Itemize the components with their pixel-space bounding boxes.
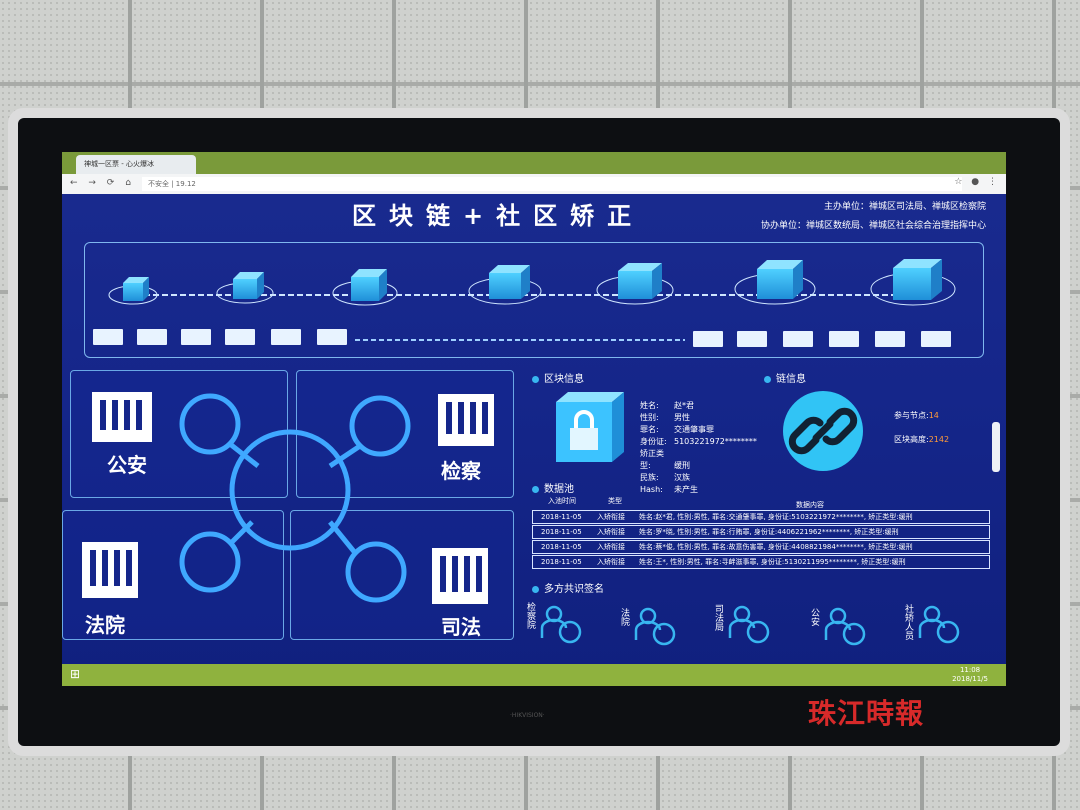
info-row: 矫正类型:缓刑 — [640, 449, 690, 470]
column-header-type: 类型 — [608, 497, 622, 505]
chain-info-title: 链信息 — [764, 370, 806, 385]
info-row: 性别:男性 — [640, 413, 690, 422]
monitor-brand: ·HIKVISION· — [510, 712, 545, 719]
bullet-icon — [532, 485, 539, 493]
quadrant-label: 检察 — [441, 459, 481, 483]
info-row: 姓名:赵*君 — [640, 401, 694, 410]
signature-label: 法院 — [619, 608, 629, 626]
block-cube-icon — [468, 265, 542, 305]
block-info-fields: 姓名:赵*君 性别:男性 罪名:交通肇事罪 身份证:5103221972****… — [640, 400, 757, 496]
bullet-icon — [532, 585, 539, 593]
quadrant-label: 法院 — [85, 613, 125, 637]
bullet-icon — [532, 375, 539, 383]
signature-label: 公安 — [809, 608, 819, 626]
browser-menu-icons[interactable]: ☆ ● ⋮ — [954, 177, 1000, 187]
lock-cube-icon — [556, 392, 624, 462]
quadrant-label: 公安 — [107, 453, 147, 477]
watermark-logo: 珠江時報 — [808, 697, 925, 730]
signature-person-icons — [540, 605, 960, 646]
bullet-icon — [764, 375, 771, 383]
organizer-text: 主办单位：禅城区司法局、禅城区检察院 — [823, 202, 986, 212]
signature-label: 司法局 — [713, 604, 723, 631]
address-bar: ← → ⟳ ⌂ 不安全 | 19.12 ☆ ● ⋮ — [62, 174, 1006, 194]
block-cube-icon — [332, 269, 398, 306]
browser-tab[interactable]: 神城一区票 - 心火爆冰 — [76, 155, 196, 174]
node-computer-icon — [93, 329, 951, 347]
blockchain-graphic — [93, 259, 956, 347]
block-height-stat: 区块高度:2142 — [894, 435, 950, 444]
signature-label: 检察院 — [525, 602, 535, 629]
block-cube-icon — [734, 260, 816, 305]
info-row: 民族:汉族 — [640, 473, 690, 482]
block-cube-icon — [596, 263, 674, 305]
quadrant-label: 司法 — [441, 615, 481, 639]
co-organizer-text: 协办单位：禅城区数统局、禅城区社会综合治理指挥中心 — [760, 221, 986, 231]
hub-network-graphic — [82, 392, 494, 604]
signatures-title: 多方共识签名 — [532, 580, 604, 595]
dashboard-screen: 神城一区票 - 心火爆冰 ← → ⟳ ⌂ 不安全 | 19.12 ☆ ● ⋮ 区… — [62, 152, 1006, 686]
block-info-title: 区块信息 — [532, 370, 584, 385]
windows-start-icon[interactable]: ⊞ — [70, 667, 81, 681]
block-cube-icon — [870, 259, 956, 306]
page-title: 区块链+社区矫正 — [352, 202, 645, 230]
data-pool-title: 数据池 — [532, 480, 574, 495]
info-row: 罪名:交通肇事罪 — [640, 425, 714, 434]
signature-label: 社矫人员 — [903, 604, 913, 640]
side-collapse-button[interactable] — [992, 422, 1000, 472]
block-cube-icon — [108, 277, 158, 305]
column-header-time: 入池时间 — [548, 497, 576, 505]
column-header-content: 数据内容 — [796, 501, 824, 509]
info-row: 身份证:5103221972******** — [640, 437, 757, 446]
link-icon — [783, 391, 863, 471]
building-icon — [82, 392, 494, 604]
url-input[interactable]: 不安全 | 19.12 — [142, 177, 962, 191]
navigation-icons[interactable]: ← → ⟳ ⌂ — [70, 178, 135, 188]
blockchain-panel — [84, 242, 984, 358]
participant-nodes-stat: 参与节点:14 — [894, 411, 939, 420]
info-row: Hash:未产生 — [640, 485, 698, 494]
block-cube-icon — [216, 272, 274, 304]
browser-tab-bar: 神城一区票 - 心火爆冰 — [62, 152, 1006, 174]
